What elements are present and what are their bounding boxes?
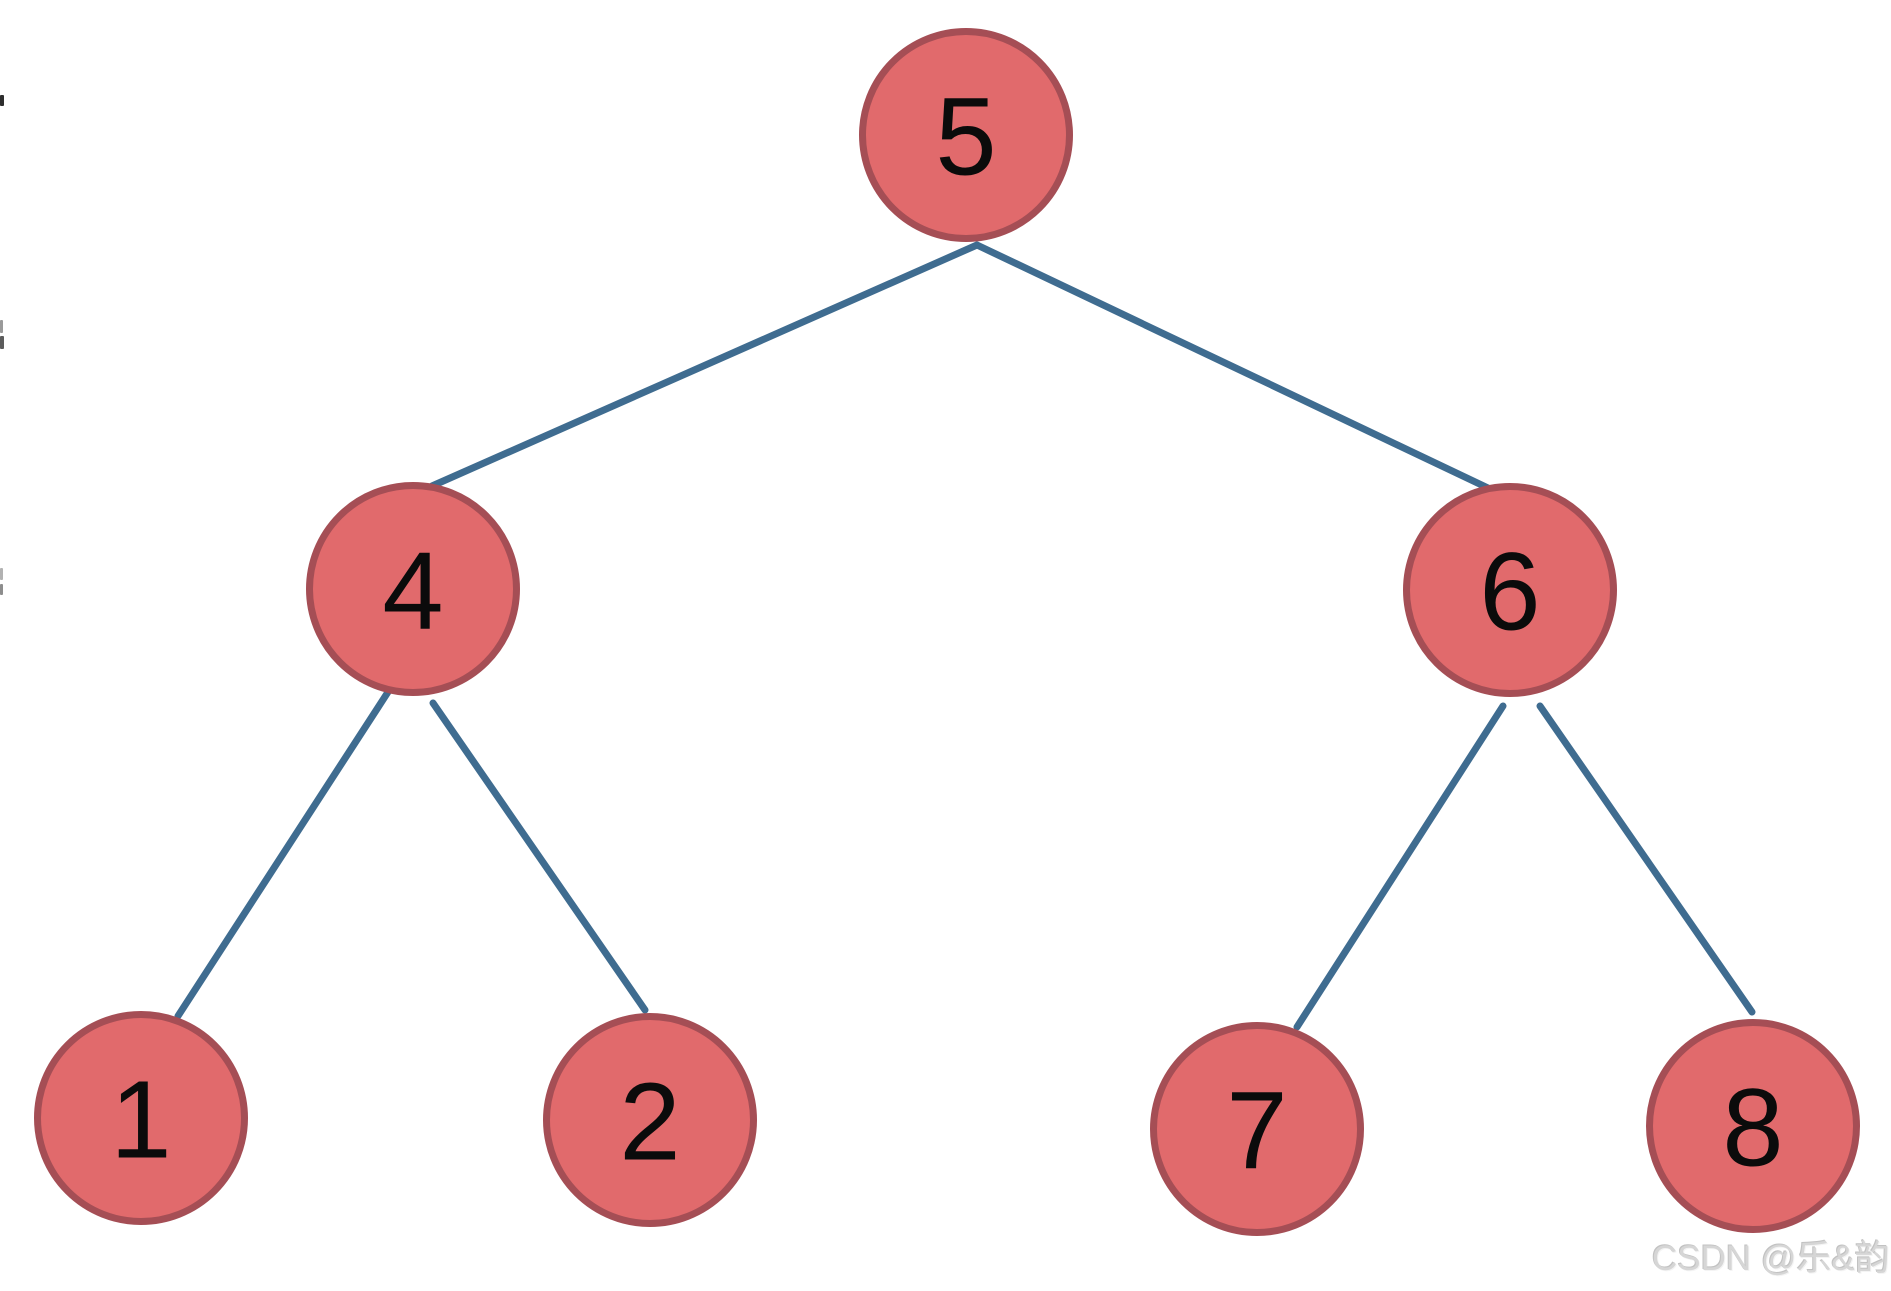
node-circle-7 [1150, 1022, 1364, 1236]
tree-nodes: 5 4 6 1 2 7 8 [34, 28, 1860, 1236]
edge-4-2 [429, 699, 649, 1014]
node-circle-1 [34, 1011, 248, 1225]
csdn-watermark: CSDN @乐&韵 [1652, 1239, 1890, 1278]
edge-6-7 [1293, 702, 1507, 1031]
tree-node-1: 1 [34, 1011, 248, 1225]
cropped-text-fragment [0, 95, 4, 106]
tree-node-8: 8 [1646, 1019, 1860, 1233]
node-value-4: 4 [382, 530, 443, 653]
node-value-2: 2 [619, 1061, 680, 1184]
node-value-7: 7 [1226, 1070, 1287, 1193]
tree-node-4: 4 [306, 482, 520, 696]
edge-5-6 [973, 241, 1492, 492]
tree-node-6: 6 [1403, 483, 1617, 697]
edge-5-4 [428, 241, 981, 490]
tree-node-2: 2 [543, 1013, 757, 1227]
tree-node-7: 7 [1150, 1022, 1364, 1236]
node-circle-5 [859, 28, 1073, 242]
tree-edges [174, 241, 1756, 1031]
node-circle-2 [543, 1013, 757, 1227]
node-circle-4 [306, 482, 520, 696]
tree-node-5: 5 [859, 28, 1073, 242]
node-value-5: 5 [935, 76, 996, 199]
node-circle-6 [1403, 483, 1617, 697]
cropped-text-fragment [0, 584, 3, 595]
cropped-text-fragment [0, 568, 3, 580]
node-value-6: 6 [1479, 531, 1540, 654]
node-value-1: 1 [110, 1059, 171, 1182]
node-circle-8 [1646, 1019, 1860, 1233]
edge-4-1 [174, 688, 392, 1020]
cropped-text-fragment [0, 336, 4, 349]
node-value-8: 8 [1722, 1067, 1783, 1190]
edge-6-8 [1536, 702, 1756, 1016]
cropped-text-fragment [0, 320, 3, 333]
